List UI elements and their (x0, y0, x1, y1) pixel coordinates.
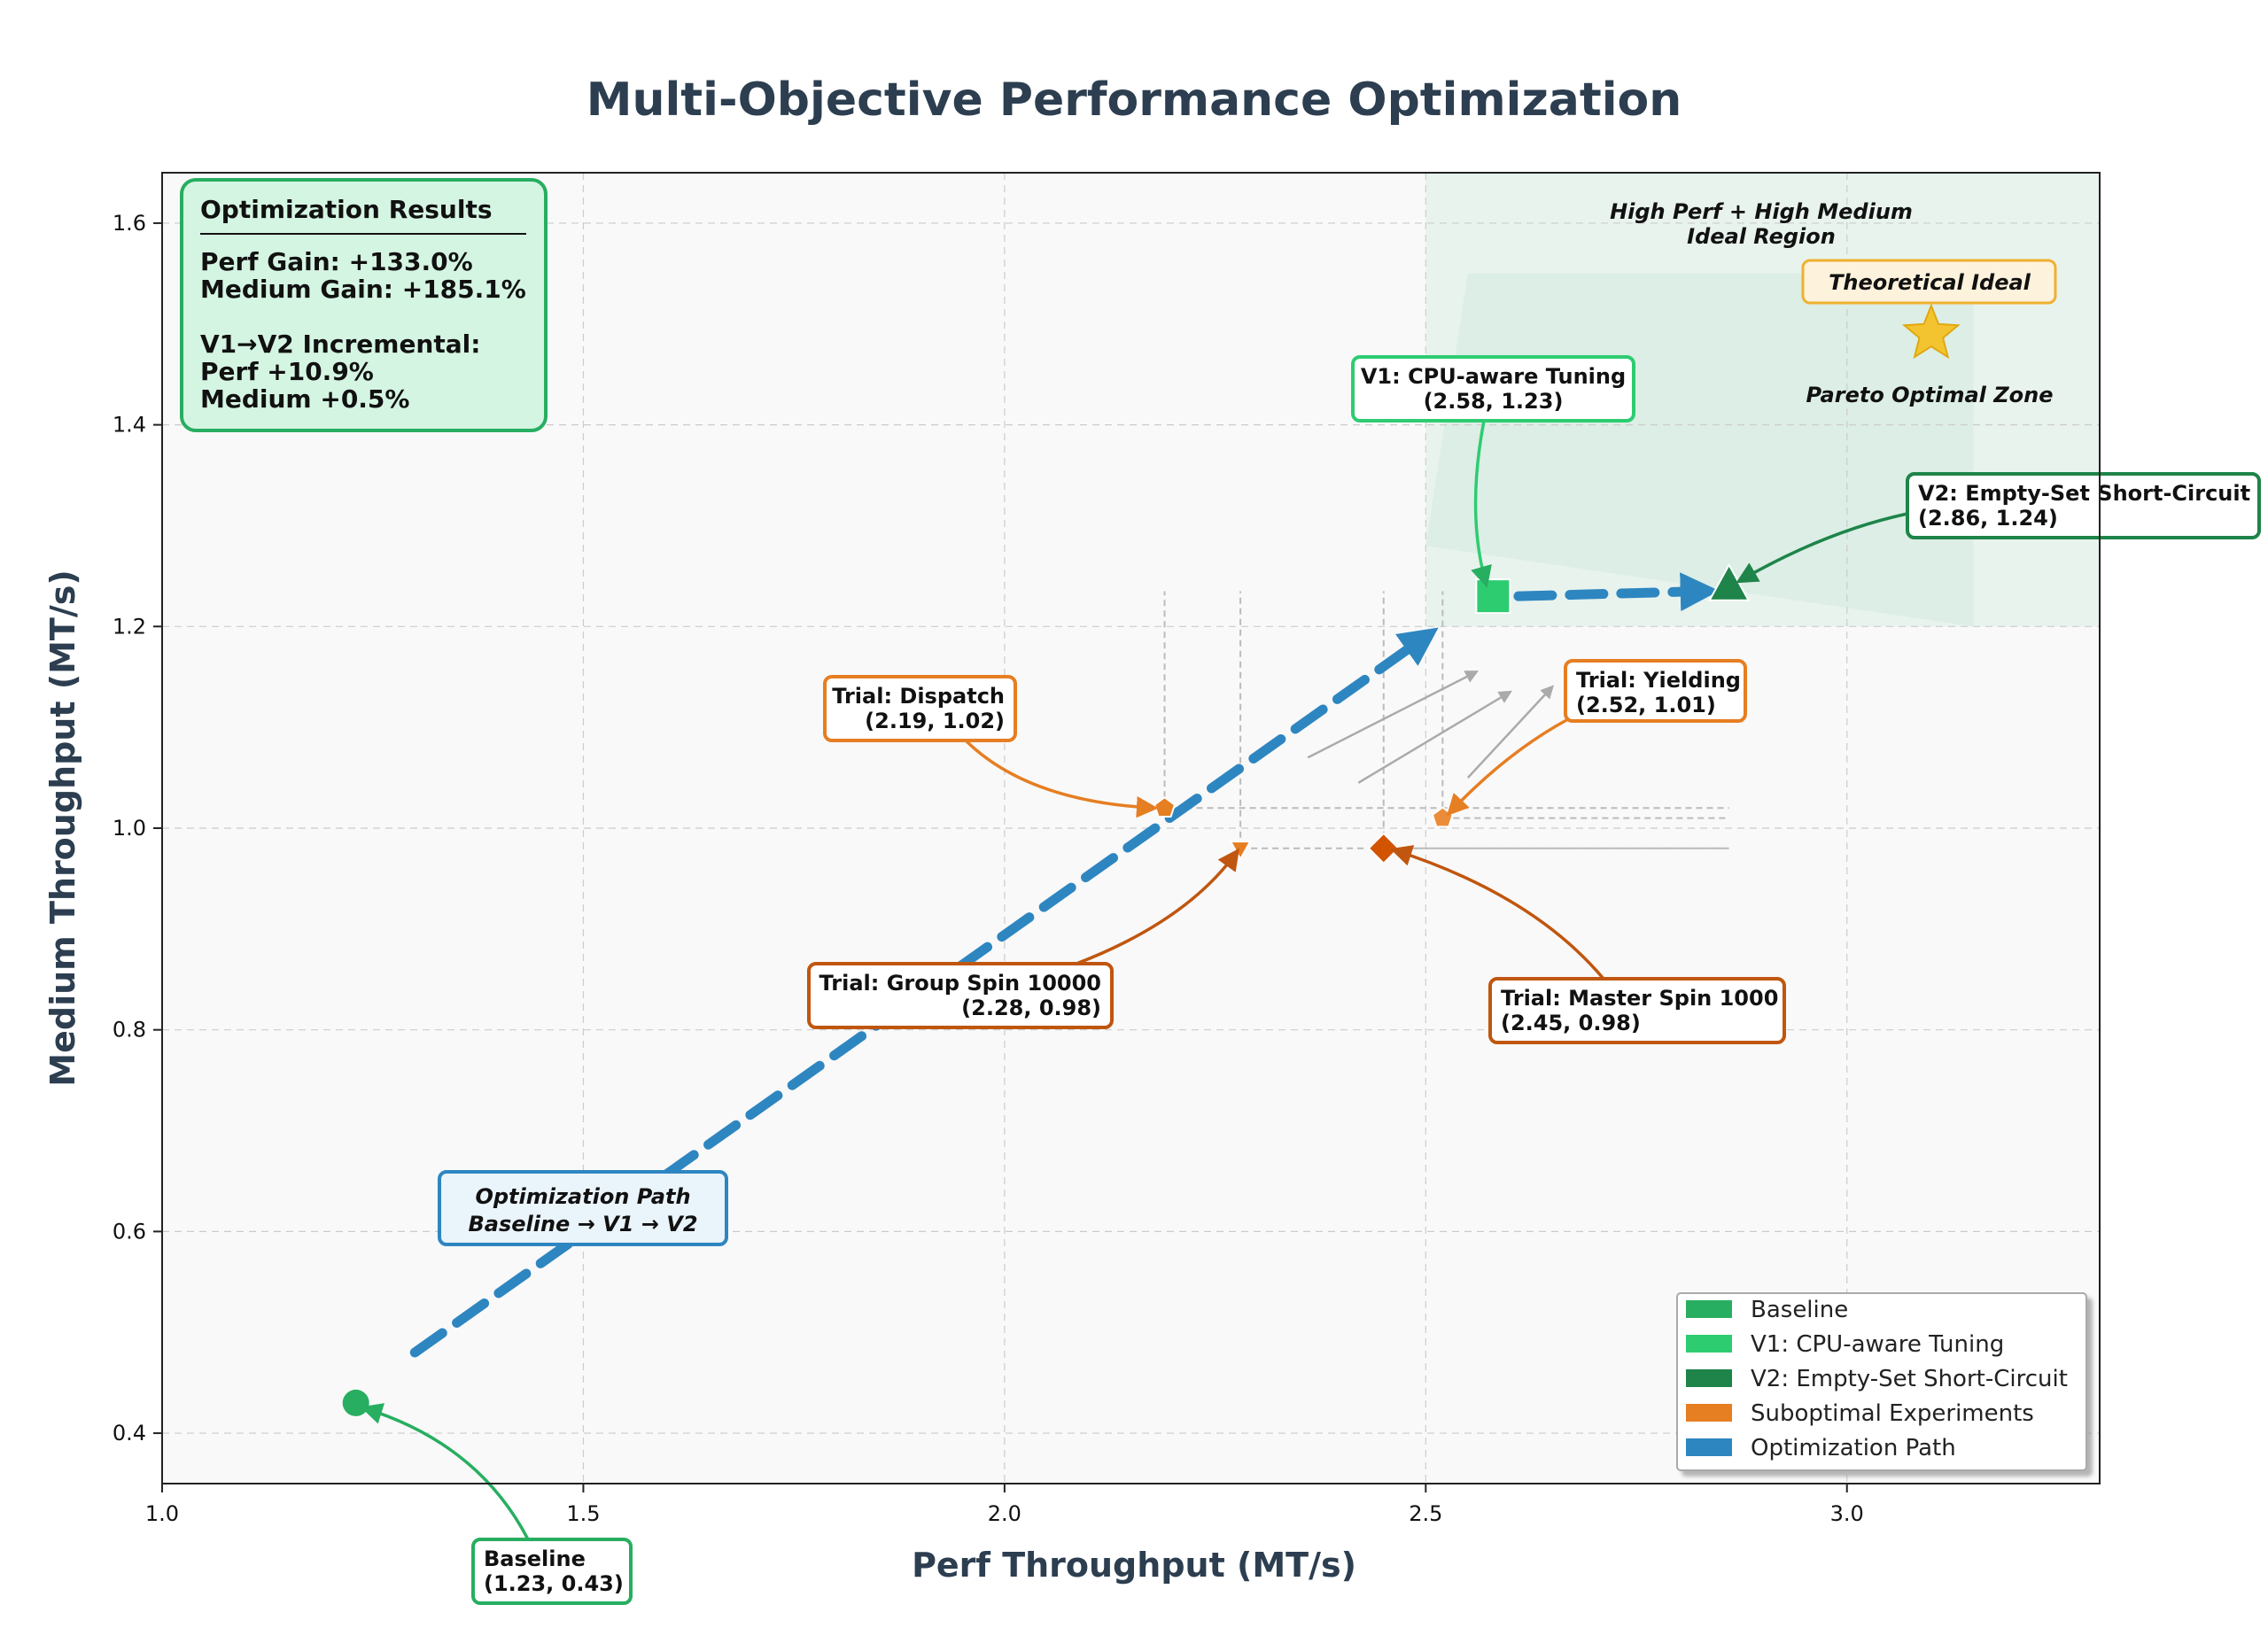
annotation-label-dispatch-line: Trial: Dispatch (832, 684, 1005, 709)
x-tick-label: 2.0 (988, 1501, 1021, 1526)
y-axis-title: Medium Throughput (MT/s) (43, 570, 82, 1086)
annotation-arrow-v1 (1471, 420, 1492, 588)
optimization-path-segment (1513, 572, 1720, 612)
y-tick-label: 1.2 (113, 614, 146, 639)
results-title: Optimization Results (200, 195, 493, 224)
annotation-arrow-masterspin (1390, 845, 1605, 981)
y-tick-label: 0.8 (113, 1018, 146, 1043)
annotation-label-v1-line: (2.58, 1.23) (1424, 389, 1564, 414)
ticks-layer: 1.0 1.5 2.0 2.5 3.0 0.4 0.6 0.8 1.0 1.2 1.4 1.6 (113, 211, 1864, 1526)
annotation-label-dispatch: Trial: Dispatch(2.19, 1.02) (832, 684, 1005, 733)
ideal-star (1901, 303, 1961, 360)
legend-swatch (1686, 1335, 1732, 1353)
annotation-label-masterspin-line: (2.45, 0.98) (1501, 1011, 1641, 1035)
results-line: Medium Gain: +185.1% (200, 275, 526, 304)
ideal-region-label-line: Ideal Region (1687, 224, 1836, 249)
legend-swatch (1686, 1404, 1732, 1422)
y-tick-label: 0.6 (113, 1219, 146, 1244)
annotation-label-yielding-line: Trial: Yielding (1576, 668, 1741, 693)
annotation-arrow-v2 (1736, 512, 1908, 584)
legend-label: Suboptimal Experiments (1751, 1400, 2034, 1427)
annotations-layer: Baseline(1.23, 0.43)V1: CPU-aware Tuning… (361, 199, 2261, 1605)
annotation-box-masterspin (1488, 977, 1786, 1044)
y-tick-label: 0.4 (113, 1421, 146, 1446)
point-baseline (342, 1389, 369, 1416)
y-tick-label: 1.4 (113, 413, 146, 438)
legend-swatch (1686, 1300, 1732, 1318)
point-v1 (1475, 578, 1511, 615)
annotation-label-dispatch-line: (2.19, 1.02) (865, 709, 1005, 733)
ideal-star-label: Theoretical Ideal (1829, 270, 2031, 295)
y-tick-label: 1.0 (113, 816, 146, 841)
legend-label: Baseline (1751, 1297, 1848, 1323)
ideal-region-label-line: High Perf + High Medium (1610, 199, 1913, 224)
reference-lines (1163, 591, 1729, 849)
legend-label: V1: CPU-aware Tuning (1751, 1331, 2004, 1358)
annotation-label-masterspin-line: Trial: Master Spin 1000 (1501, 986, 1778, 1011)
trend-arrow (1466, 685, 1554, 779)
results-line: Perf Gain: +133.0% (200, 247, 473, 276)
annotation-arrow-yielding (1446, 717, 1569, 817)
annotation-box-dispatch (823, 675, 1017, 742)
annotation-label-baseline-line: (1.23, 0.43) (484, 1571, 624, 1596)
annotation-label-yielding: Trial: Yielding(2.52, 1.01) (1576, 668, 1741, 717)
annotation-label-baseline: Baseline(1.23, 0.43) (484, 1546, 624, 1596)
annotation-box-groupspin (807, 962, 1114, 1029)
results-line: V1→V2 Incremental: (200, 329, 480, 359)
annotation-label-groupspin-line: Trial: Group Spin 10000 (819, 971, 1101, 996)
annotation-label-v1-line: V1: CPU-aware Tuning (1361, 364, 1626, 389)
annotation-label-groupspin: Trial: Group Spin 10000(2.28, 0.98) (819, 971, 1101, 1020)
trend-arrow (1307, 670, 1480, 759)
annotation-label-v2-line: (2.86, 1.24) (1918, 506, 2058, 531)
annotation-label-v1: V1: CPU-aware Tuning(2.58, 1.23) (1361, 364, 1626, 414)
annotation-arrow-baseline (361, 1403, 530, 1540)
x-tick-label: 3.0 (1830, 1501, 1864, 1526)
results-line: Medium +0.5% (200, 384, 409, 414)
annotation-box-yielding (1564, 659, 1747, 723)
legend-label: Optimization Path (1751, 1435, 1956, 1461)
y-tick-label: 1.6 (113, 211, 146, 236)
ideal-star-label-box (1801, 259, 2057, 305)
annotation-label-v2-line: V2: Empty-Set Short-Circuit (1918, 481, 2250, 506)
legend-frame (1676, 1292, 2087, 1471)
legend-swatch (1686, 1369, 1732, 1387)
pareto-zone-label: Pareto Optimal Zone (1806, 383, 2054, 407)
annotation-label-yielding-line: (2.52, 1.01) (1576, 693, 1716, 717)
x-tick-label: 2.5 (1409, 1501, 1442, 1526)
annotation-label-groupspin-line: (2.28, 0.98) (961, 996, 1101, 1020)
annotation-label-v2: V2: Empty-Set Short-Circuit(2.86, 1.24) (1918, 481, 2250, 531)
legend-swatch (1686, 1438, 1732, 1456)
annotation-arrow-groupspin (1076, 848, 1239, 965)
annotation-box-v1 (1351, 355, 1635, 422)
x-tick-label: 1.0 (145, 1501, 179, 1526)
annotation-box-v2 (1906, 472, 2261, 539)
optimization-path-label-box (438, 1170, 728, 1246)
results-line: Perf +10.9% (200, 357, 374, 386)
optimization-path-label-line: Baseline → V1 → V2 (468, 1212, 697, 1236)
x-axis-title: Perf Throughput (MT/s) (912, 1546, 1356, 1585)
annotation-box-baseline (471, 1538, 633, 1605)
annotation-label-masterspin: Trial: Master Spin 1000(2.45, 0.98) (1501, 986, 1778, 1035)
legend-label: V2: Empty-Set Short-Circuit (1751, 1366, 2068, 1392)
annotation-label-baseline-line: Baseline (484, 1546, 586, 1571)
chart-title: Multi-Objective Performance Optimization (586, 74, 1682, 127)
results-box-frame (180, 178, 548, 432)
annotation-arrow-dispatch (964, 739, 1159, 818)
trend-arrow (1357, 690, 1512, 784)
optimization-path-label-line: Optimization Path (475, 1184, 690, 1209)
x-tick-label: 1.5 (566, 1501, 600, 1526)
